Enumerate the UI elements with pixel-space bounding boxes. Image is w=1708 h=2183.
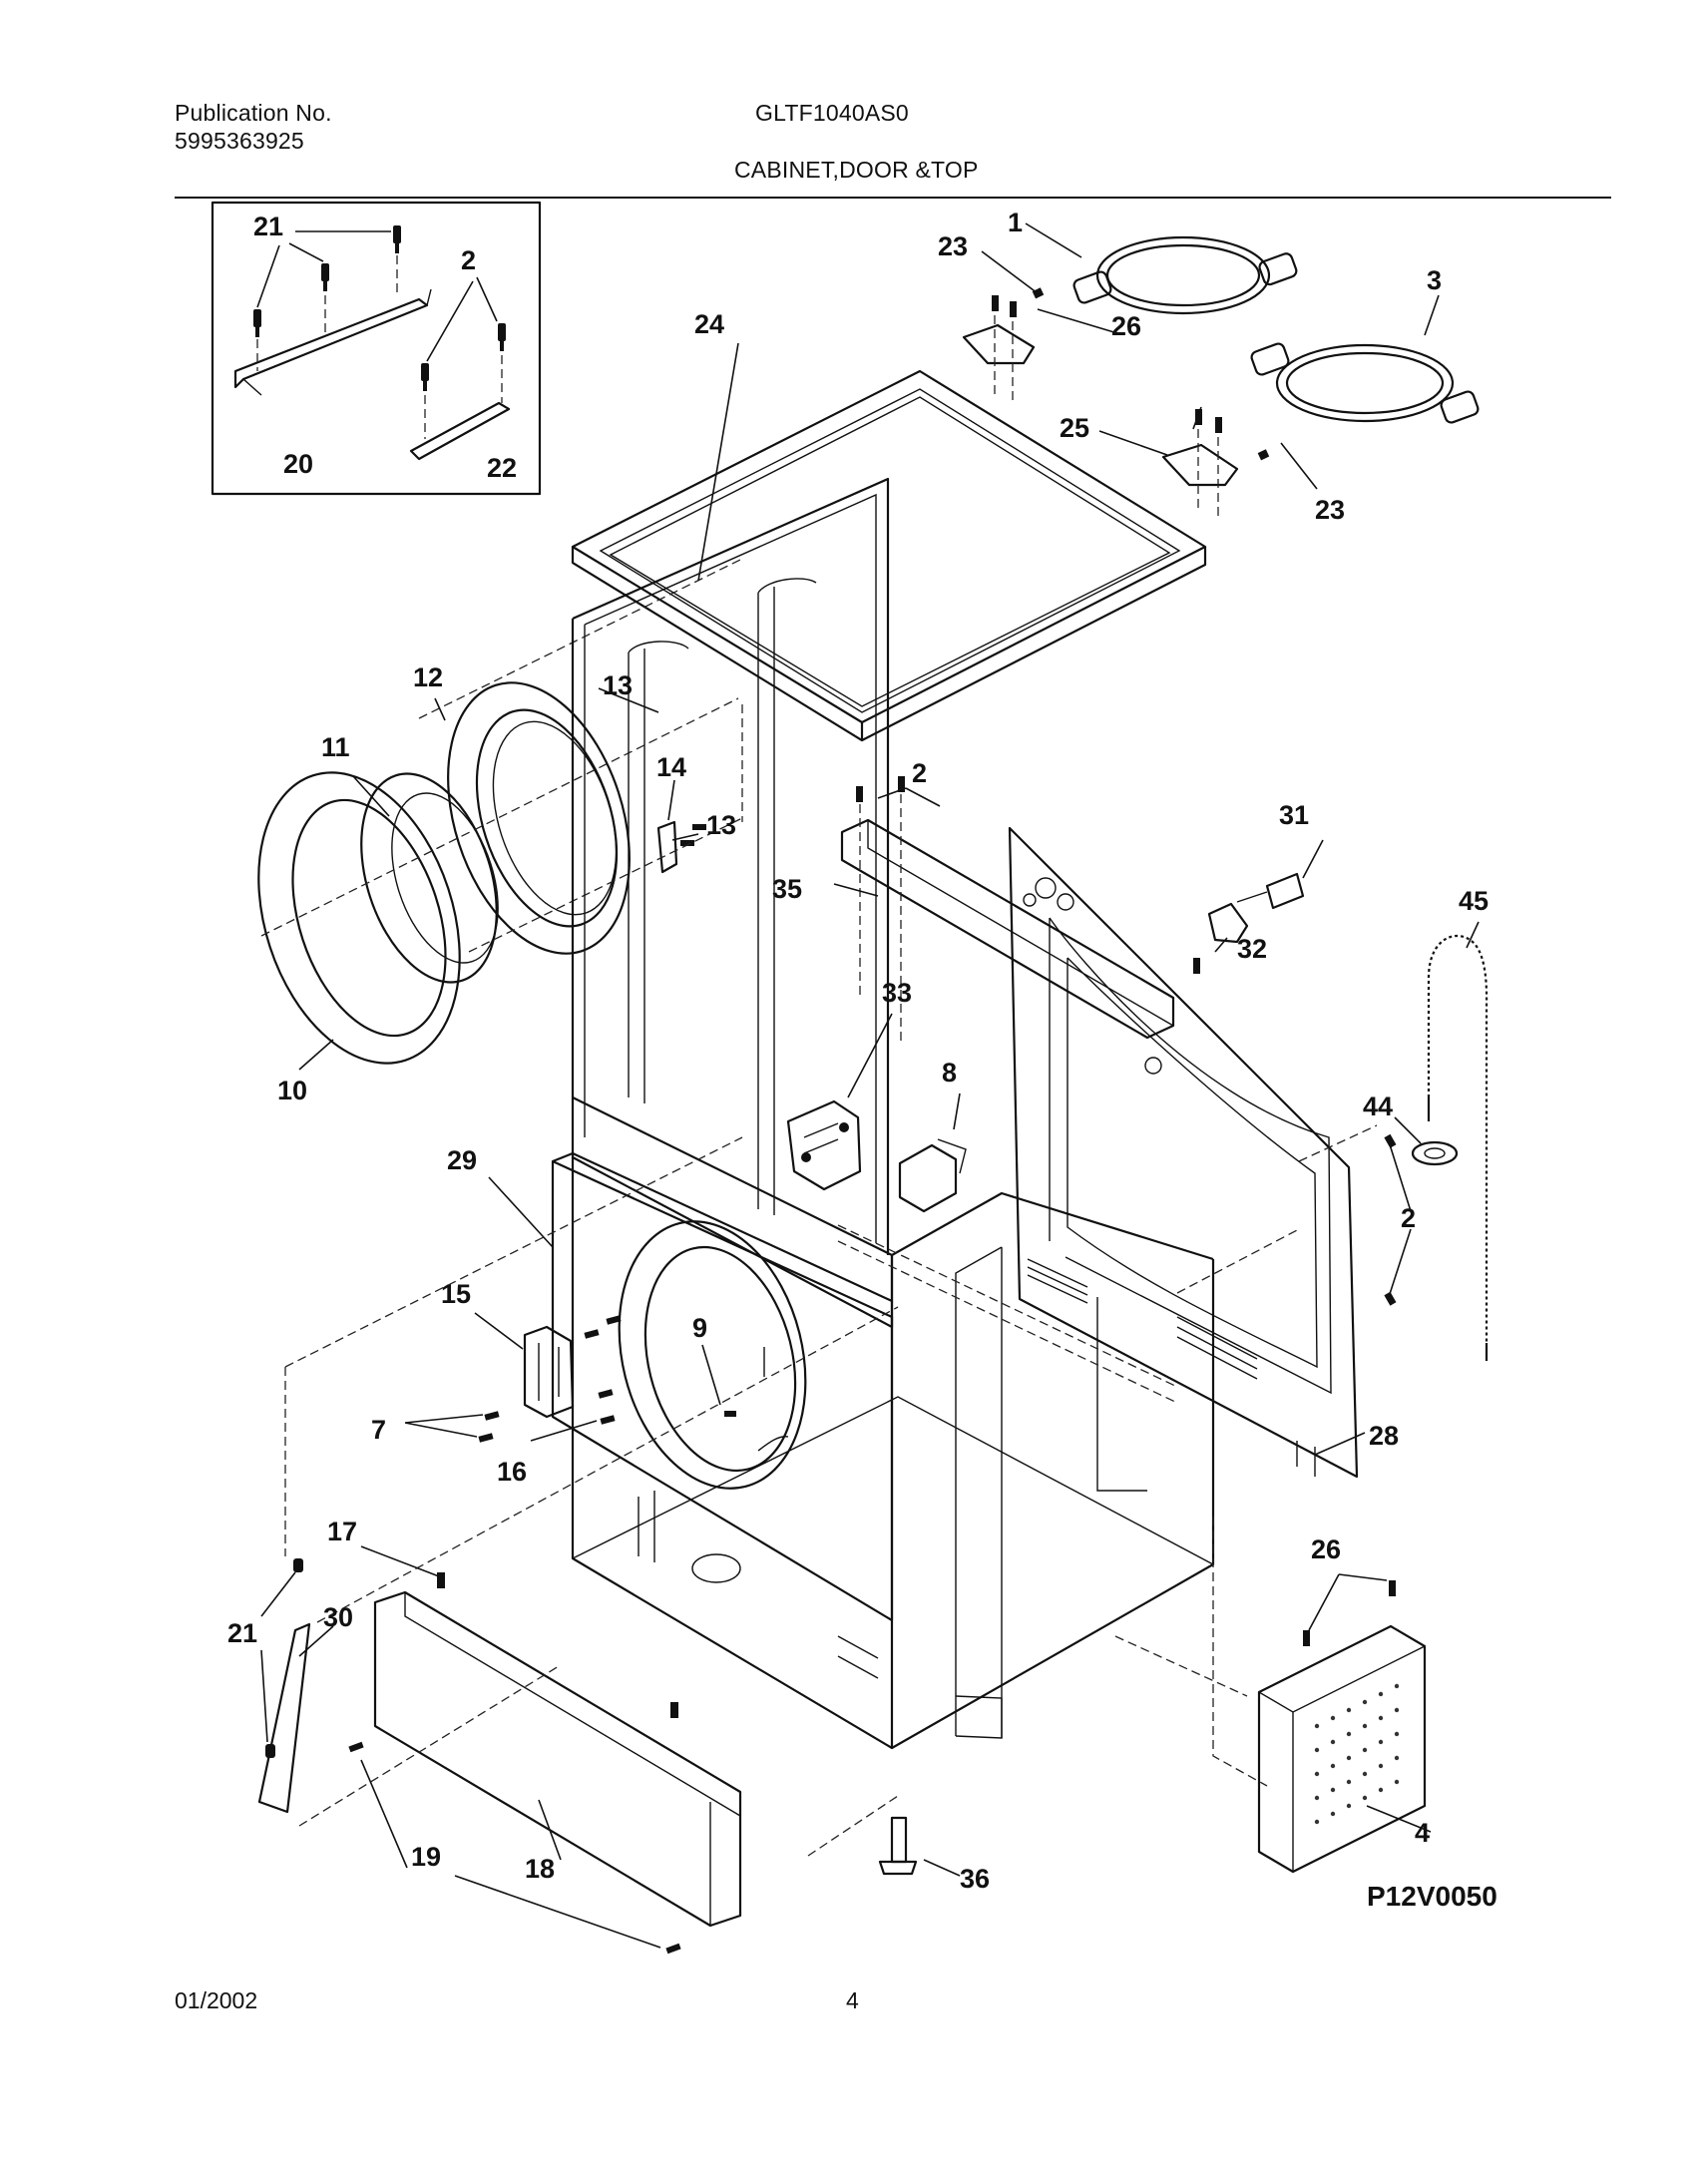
callout-11: 11 xyxy=(321,732,350,762)
callout-10: 10 xyxy=(277,1076,307,1105)
callout-2: 2 xyxy=(912,758,927,788)
pressure-switch-8 xyxy=(898,1138,967,1213)
figure-code: P12V0050 xyxy=(1367,1881,1497,1912)
inlet-valve-33 xyxy=(786,1099,862,1191)
publication-date: 01/2002 xyxy=(175,1987,258,2013)
side-screws-2 xyxy=(1384,1133,1397,1306)
callouts: 21 2 20 22 1 23 3 26 25 23 24 12 13 11 1… xyxy=(227,208,1489,1894)
publication-label: Publication No. xyxy=(175,100,332,126)
callout-23: 23 xyxy=(938,231,968,261)
callout-9: 9 xyxy=(692,1313,707,1343)
callout-2: 2 xyxy=(1401,1203,1416,1233)
door-hinge-14 xyxy=(656,820,678,874)
top-brackets-25 xyxy=(962,287,1270,519)
strap-22 xyxy=(409,401,511,461)
callout-33: 33 xyxy=(882,978,912,1008)
door-outer-frame-10 xyxy=(257,771,461,1065)
callout-23: 23 xyxy=(1315,495,1345,525)
back-panel-28 xyxy=(1008,826,1359,1479)
callout-19: 19 xyxy=(411,1842,441,1872)
callout-7: 7 xyxy=(371,1415,386,1445)
callout-32: 32 xyxy=(1237,934,1267,964)
door-inner-frame-12 xyxy=(447,681,631,955)
callout-18: 18 xyxy=(525,1854,555,1884)
inlet-hose-1 xyxy=(1072,235,1298,315)
callout-44: 44 xyxy=(1363,1092,1393,1121)
callout-16: 16 xyxy=(497,1457,527,1487)
callout-14: 14 xyxy=(656,752,686,782)
header-rule xyxy=(175,197,1611,199)
front-panel-29 xyxy=(551,1151,894,1622)
washer-44 xyxy=(1411,1140,1459,1166)
callout-15: 15 xyxy=(441,1279,471,1309)
rear-cover-4 xyxy=(1257,1580,1427,1874)
inlet-hose-3 xyxy=(1250,342,1480,424)
callout-13: 13 xyxy=(706,810,736,840)
callout-21: 21 xyxy=(227,1618,257,1648)
callout-28: 28 xyxy=(1369,1421,1399,1451)
callout-22: 22 xyxy=(487,453,517,483)
solenoid-31 xyxy=(1236,872,1305,910)
callout-17: 17 xyxy=(327,1517,357,1546)
door-hinge-15 xyxy=(478,1315,622,1443)
door-glass-11 xyxy=(360,772,498,984)
callout-30: 30 xyxy=(323,1602,353,1632)
callout-36: 36 xyxy=(960,1864,990,1894)
page-number: 4 xyxy=(846,1987,859,2013)
bracket-20 xyxy=(233,297,429,389)
callout-45: 45 xyxy=(1459,886,1489,916)
bracket-30 xyxy=(257,1558,311,1814)
kick-panel-18 xyxy=(348,1572,742,1955)
callout-26: 26 xyxy=(1311,1534,1341,1564)
callout-13: 13 xyxy=(603,670,633,700)
leveling-leg-36 xyxy=(878,1816,918,1876)
callout-8: 8 xyxy=(942,1058,957,1088)
section-title: CABINET,DOOR &TOP xyxy=(734,157,979,183)
model-number: GLTF1040AS0 xyxy=(755,100,909,126)
callout-20: 20 xyxy=(283,449,313,479)
callout-1: 1 xyxy=(1008,208,1023,237)
switch-32 xyxy=(1207,902,1249,944)
door-assembly xyxy=(257,558,743,1065)
drain-hose-45 xyxy=(1427,934,1489,1361)
inset-detail xyxy=(211,201,542,496)
rear-bracket-35 xyxy=(840,776,1200,1044)
callout-25: 25 xyxy=(1060,413,1089,443)
callout-29: 29 xyxy=(447,1145,477,1175)
callout-26: 26 xyxy=(1111,311,1141,341)
callout-21: 21 xyxy=(253,212,283,241)
callout-35: 35 xyxy=(772,874,802,904)
callout-3: 3 xyxy=(1427,265,1442,295)
callout-31: 31 xyxy=(1279,800,1309,830)
callout-12: 12 xyxy=(413,662,443,692)
callout-2: 2 xyxy=(461,245,476,275)
callout-24: 24 xyxy=(694,309,724,339)
publication-number: 5995363925 xyxy=(175,128,304,154)
leader-lines xyxy=(260,222,1480,1949)
callout-4: 4 xyxy=(1415,1818,1430,1848)
